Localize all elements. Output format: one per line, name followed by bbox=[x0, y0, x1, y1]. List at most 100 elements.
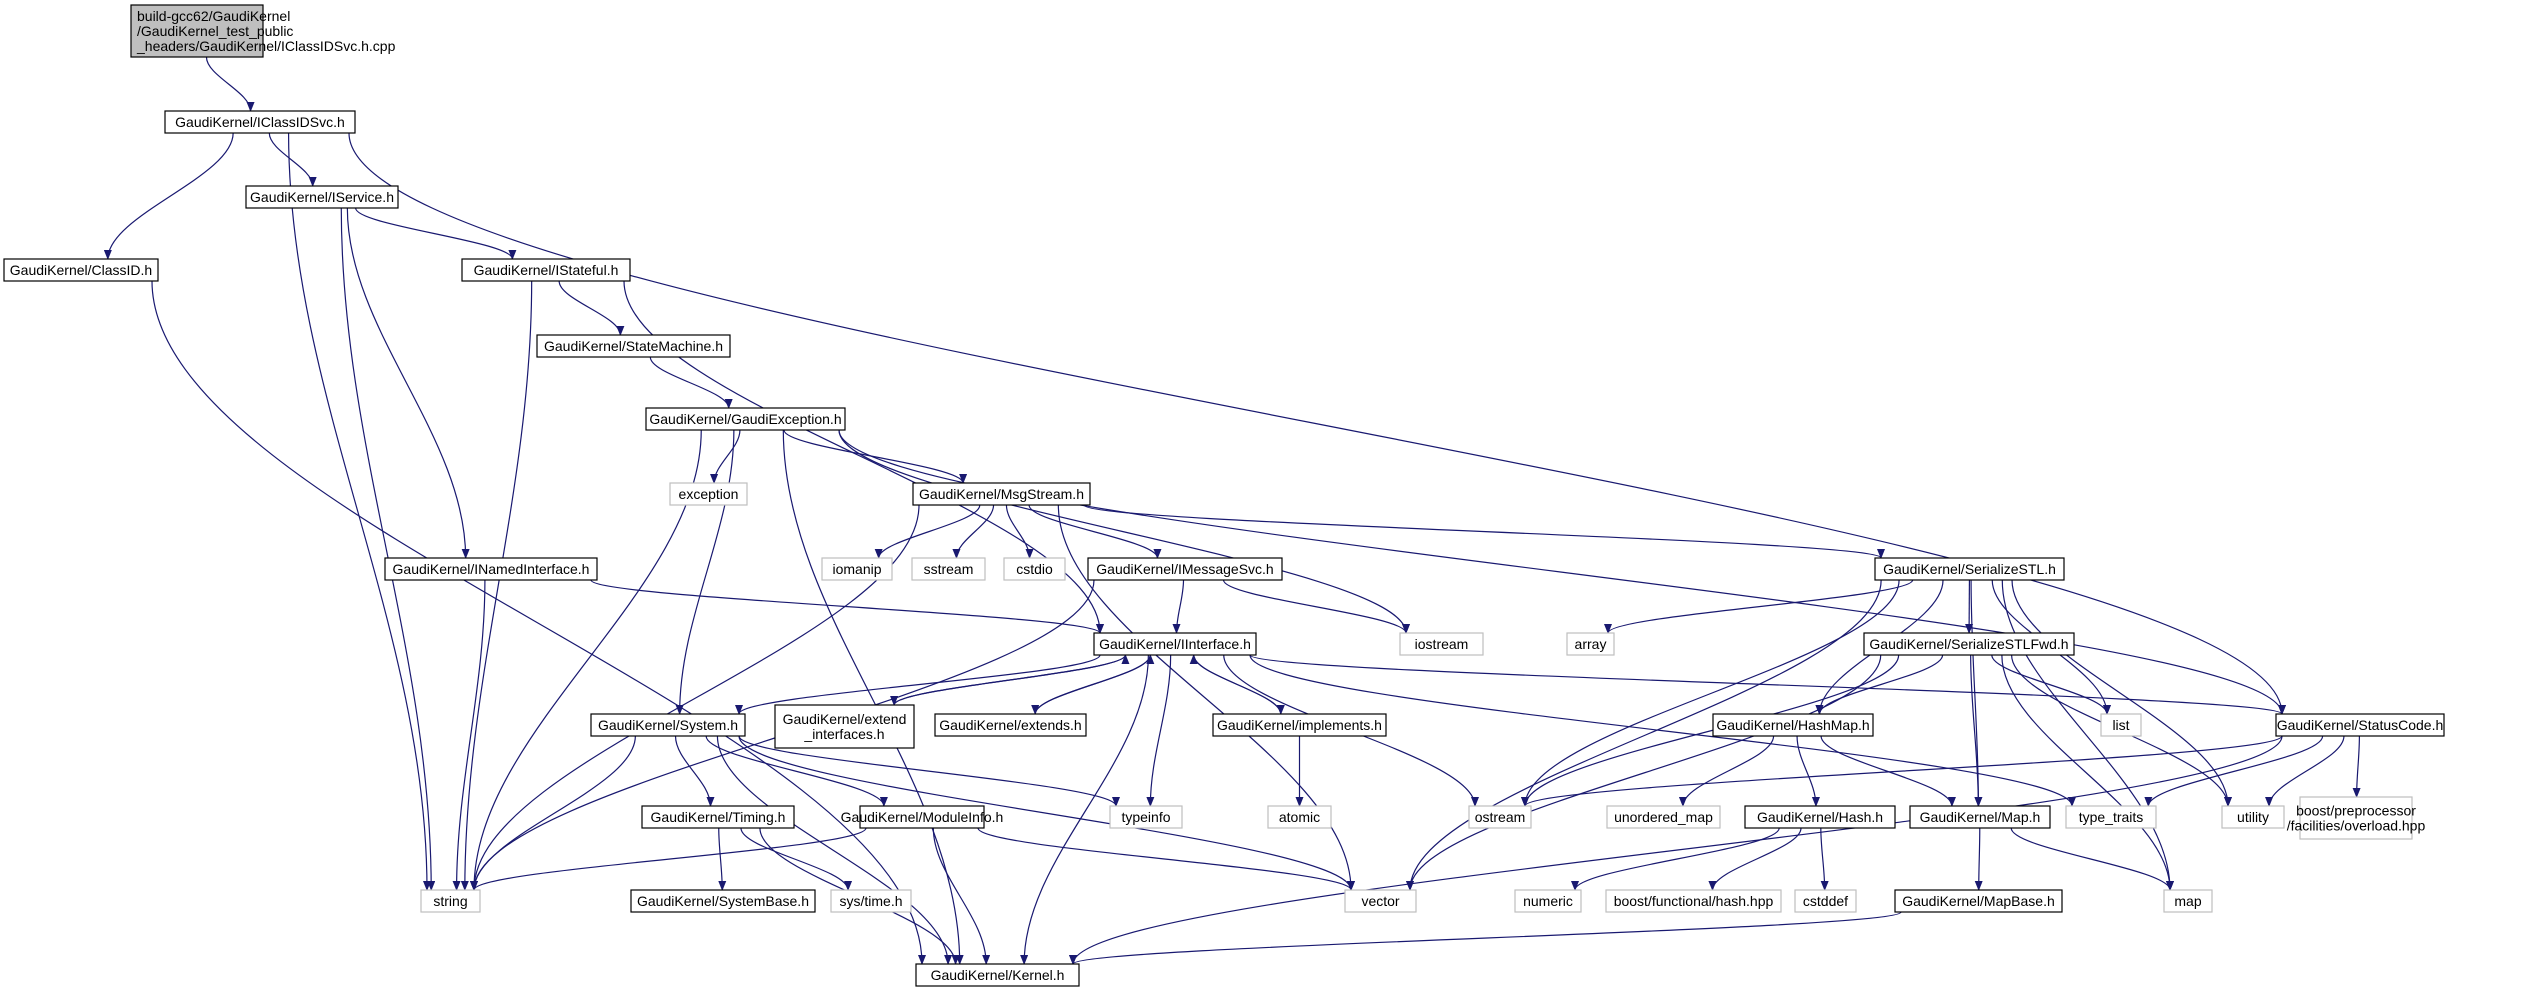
edge-map-h-to-map bbox=[2010, 827, 2174, 891]
node-label: iomanip bbox=[832, 561, 881, 577]
edge-istateful-to-string bbox=[460, 280, 533, 891]
node-serializestlfwd[interactable]: GaudiKernel/SerializeSTLFwd.h bbox=[1863, 632, 2075, 656]
node-gaudiexception[interactable]: GaudiKernel/GaudiException.h bbox=[645, 407, 846, 431]
edge-hashmap-to-unordered-map bbox=[1678, 735, 1775, 807]
node-map-h[interactable]: GaudiKernel/Map.h bbox=[1909, 805, 2051, 829]
node-ostream: ostream bbox=[1468, 805, 1532, 829]
node-box bbox=[384, 557, 598, 581]
edge-hashmap-to-map-h bbox=[1820, 735, 1956, 807]
edge-serializestl-to-utility bbox=[2011, 579, 2232, 807]
edge-serializestlfwd-to-map bbox=[2001, 654, 2174, 891]
node-label: GaudiKernel/ModuleInfo.h bbox=[841, 809, 1004, 825]
node-extend-interfaces[interactable]: GaudiKernel/extend_interfaces.h bbox=[774, 704, 915, 749]
node-implements[interactable]: GaudiKernel/implements.h bbox=[1212, 713, 1387, 737]
node-iinterface[interactable]: GaudiKernel/IInterface.h bbox=[1093, 632, 1257, 656]
node-label: GaudiKernel/MsgStream.h bbox=[919, 486, 1084, 502]
node-istateful[interactable]: GaudiKernel/IStateful.h bbox=[461, 258, 631, 282]
node-typeinfo: typeinfo bbox=[1109, 805, 1183, 829]
node-system[interactable]: GaudiKernel/System.h bbox=[590, 713, 746, 737]
node-label: GaudiKernel/SystemBase.h bbox=[637, 893, 809, 909]
node-box bbox=[911, 557, 986, 581]
node-hashmap[interactable]: GaudiKernel/HashMap.h bbox=[1712, 713, 1874, 737]
node-vector: vector bbox=[1344, 889, 1417, 913]
node-iclassidsvc[interactable]: GaudiKernel/IClassIDSvc.h bbox=[164, 110, 356, 134]
node-extends[interactable]: GaudiKernel/extends.h bbox=[934, 713, 1087, 737]
edge-gaudiexception-to-iostream bbox=[838, 429, 1410, 634]
node-serializestl[interactable]: GaudiKernel/SerializeSTL.h bbox=[1874, 557, 2065, 581]
node-kernel[interactable]: GaudiKernel/Kernel.h bbox=[915, 963, 1080, 987]
node-boost-hash: boost/functional/hash.hpp bbox=[1605, 889, 1782, 913]
edge-istateful-to-iinterface bbox=[623, 280, 1104, 634]
node-box bbox=[1344, 889, 1417, 913]
node-label: GaudiKernel/HashMap.h bbox=[1716, 717, 1869, 733]
node-box bbox=[1212, 713, 1387, 737]
edge-serializestlfwd-to-vector bbox=[1406, 654, 1882, 891]
edge-system-to-moduleinfo bbox=[705, 735, 888, 807]
edge-mapbase-to-kernel bbox=[1069, 911, 1902, 965]
edge-iinterface-to-system bbox=[735, 654, 1101, 715]
node-box bbox=[641, 805, 795, 829]
node-moduleinfo[interactable]: GaudiKernel/ModuleInfo.h bbox=[841, 805, 1004, 829]
edge-system-to-typeinfo bbox=[738, 735, 1120, 807]
node-inamedinterface[interactable]: GaudiKernel/INamedInterface.h bbox=[384, 557, 598, 581]
node-classid[interactable]: GaudiKernel/ClassID.h bbox=[3, 258, 159, 282]
node-box bbox=[536, 334, 731, 358]
node-label: utility bbox=[2237, 809, 2269, 825]
node-label: GaudiKernel/IClassIDSvc.h bbox=[175, 114, 345, 130]
node-box bbox=[2163, 889, 2213, 913]
node-label: map bbox=[2174, 893, 2201, 909]
node-box bbox=[1087, 557, 1283, 581]
node-mapbase[interactable]: GaudiKernel/MapBase.h bbox=[1894, 889, 2063, 913]
node-label: cstddef bbox=[1803, 893, 1848, 909]
node-cstddef: cstddef bbox=[1794, 889, 1857, 913]
edge-iinterface-to-typeinfo bbox=[1146, 654, 1172, 807]
node-box bbox=[245, 185, 399, 209]
node-box bbox=[1712, 713, 1874, 737]
node-label: type_traits bbox=[2079, 809, 2144, 825]
node-exception: exception bbox=[669, 482, 748, 506]
node-box bbox=[859, 805, 985, 829]
node-systembase[interactable]: GaudiKernel/SystemBase.h bbox=[630, 889, 816, 913]
node-type-traits: type_traits bbox=[2065, 805, 2157, 829]
node-box bbox=[2275, 713, 2445, 737]
edge-implements-to-iinterface bbox=[1189, 654, 1282, 715]
node-imessagesvc[interactable]: GaudiKernel/IMessageSvc.h bbox=[1087, 557, 1283, 581]
node-statuscode[interactable]: GaudiKernel/StatusCode.h bbox=[2275, 713, 2445, 737]
edge-map-h-to-mapbase bbox=[1974, 827, 1983, 891]
node-systime: sys/time.h bbox=[830, 889, 912, 913]
node-label: GaudiKernel/Hash.h bbox=[1757, 809, 1883, 825]
node-timing[interactable]: GaudiKernel/Timing.h bbox=[641, 805, 795, 829]
edge-iclassidsvc-to-string bbox=[287, 132, 431, 891]
node-statemachine[interactable]: GaudiKernel/StateMachine.h bbox=[536, 334, 731, 358]
edge-serializestl-to-map bbox=[2001, 579, 2174, 891]
edge-serializestl-to-array bbox=[1604, 579, 1914, 634]
node-map: map bbox=[2163, 889, 2213, 913]
node-label: build-gcc62/GaudiKernel bbox=[137, 8, 290, 24]
node-hash[interactable]: GaudiKernel/Hash.h bbox=[1744, 805, 1896, 829]
edge-statuscode-to-utility bbox=[2265, 735, 2345, 807]
edge-imessagesvc-to-iostream bbox=[1222, 579, 1410, 634]
node-label: sstream bbox=[924, 561, 974, 577]
edge-msgstream-to-cstdio bbox=[1005, 504, 1034, 559]
node-root[interactable]: build-gcc62/GaudiKernel/GaudiKernel_test… bbox=[130, 4, 396, 58]
node-atomic: atomic bbox=[1267, 805, 1332, 829]
node-box bbox=[830, 889, 912, 913]
node-box bbox=[420, 889, 481, 913]
node-msgstream[interactable]: GaudiKernel/MsgStream.h bbox=[912, 482, 1091, 506]
node-label: /GaudiKernel_test_public bbox=[137, 23, 293, 39]
node-sstream: sstream bbox=[911, 557, 986, 581]
node-iomanip: iomanip bbox=[821, 557, 893, 581]
node-label: GaudiKernel/Timing.h bbox=[651, 809, 786, 825]
node-numeric: numeric bbox=[1514, 889, 1582, 913]
node-label: atomic bbox=[1279, 809, 1320, 825]
edge-gaudiexception-to-exception bbox=[710, 429, 741, 484]
node-box bbox=[1514, 889, 1582, 913]
node-label: GaudiKernel/Map.h bbox=[1920, 809, 2041, 825]
node-label: /facilities/overload.hpp bbox=[2287, 818, 2426, 834]
edge-iinterface-to-statuscode bbox=[1249, 654, 2286, 715]
node-iservice[interactable]: GaudiKernel/IService.h bbox=[245, 185, 399, 209]
node-box bbox=[1003, 557, 1066, 581]
edge-statuscode-to-type-traits bbox=[2144, 735, 2324, 807]
node-label: GaudiKernel/extends.h bbox=[939, 717, 1081, 733]
